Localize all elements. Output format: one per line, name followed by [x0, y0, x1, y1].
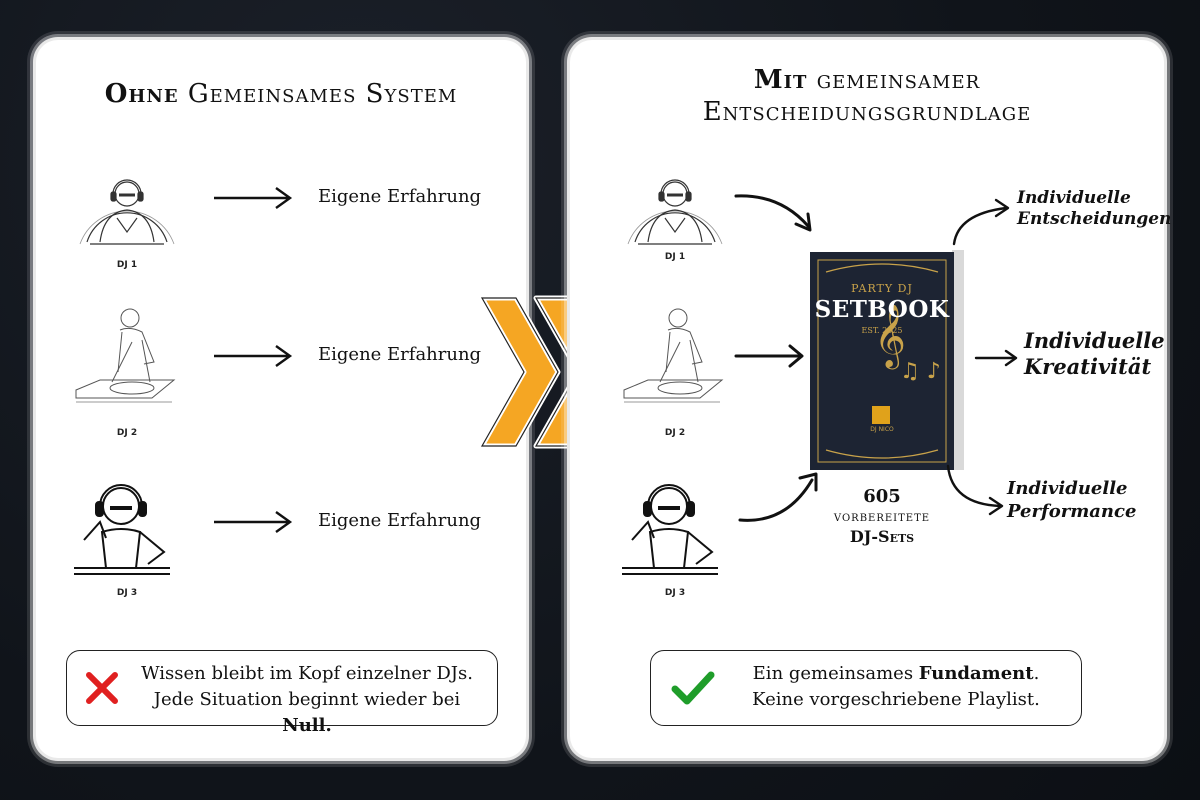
dj2-experience: Eigene Erfahrung [318, 344, 482, 365]
panel-with-system: Mit gemeinsamer Entscheidungsgrundlage D… [570, 40, 1171, 758]
setbook-brand: DJ NICO [870, 426, 894, 433]
setbook-stats: 605 vorbereitete DJ-Sets [802, 486, 962, 546]
dj1-headphones-illustration [79, 179, 175, 245]
dj1-to-book-arrow-icon [734, 194, 812, 232]
right-dj2-turntable-illustration [623, 308, 724, 403]
right-note-box: Ein gemeinsames Fundament. Keine vorgesc… [650, 650, 1082, 726]
right-note-line1-bold: Fundament [918, 663, 1034, 684]
right-dj3-headphones-illustration [622, 484, 718, 575]
setbook-cover: 𝄞 ♫ ♪ PARTY DJ SETBOOK EST. 2025 DJ NICO [806, 246, 966, 474]
dj3-to-book-arrow-icon [738, 472, 818, 522]
outcome-decisions-line2: Entscheidungen [1017, 209, 1172, 230]
dj1-arrow-icon [214, 187, 293, 209]
dj3-headphones-illustration [74, 484, 170, 575]
svg-text:♫ ♪: ♫ ♪ [900, 359, 941, 384]
right-note-text: Ein gemeinsames Fundament. Keine vorgesc… [721, 661, 1071, 713]
left-note-line2-pre: Jede Situation beginnt wieder bei [153, 689, 461, 710]
right-dj2-label: DJ 2 [664, 428, 686, 438]
right-dj3-label: DJ 3 [664, 588, 686, 598]
dj2-to-book-arrow-icon [734, 344, 804, 368]
x-mark-icon [86, 672, 118, 704]
dj2-label: DJ 2 [116, 428, 138, 438]
check-mark-icon [671, 671, 715, 705]
setbook-stats-line2: vorbereitete [833, 509, 931, 525]
dj2-arrow-icon [214, 345, 293, 367]
outcome-creativity-line1: Individuelle [1024, 328, 1165, 353]
right-heading-rest: gemeinsamer [816, 65, 981, 95]
svg-text:𝄞: 𝄞 [874, 304, 906, 370]
book-to-performance-arrow-icon [946, 464, 1004, 516]
panel-without-system: Ohne Gemeinsames System DJ 1 Eigene Erfa… [36, 40, 526, 758]
outcome-performance-line1: Individuelle [1007, 478, 1128, 499]
dj2-turntable-illustration [75, 308, 176, 403]
right-note-line2: Keine vorgeschriebene Playlist. [752, 689, 1040, 710]
setbook-title: SETBOOK [814, 296, 950, 323]
right-heading: Mit gemeinsamer Entscheidungsgrundlage [570, 64, 1164, 128]
dj3-experience: Eigene Erfahrung [318, 510, 482, 531]
left-heading-rest: Gemeinsames System [187, 79, 458, 109]
book-to-creativity-arrow-icon [974, 349, 1018, 367]
outcome-decisions-line1: Individuelle [1017, 188, 1131, 208]
dj1-label: DJ 1 [116, 260, 138, 270]
outcome-creativity-line2: Kreativität [1024, 354, 1152, 380]
setbook-count: 605 [863, 486, 901, 507]
outcome-performance: Individuelle Performance [1007, 478, 1136, 523]
setbook-stats-line3: DJ-Sets [849, 527, 915, 546]
left-note-line2: Jede Situation beginnt wieder bei Null. [127, 687, 487, 739]
left-note-line1: Wissen bleibt im Kopf einzelner DJs. [141, 663, 473, 684]
setbook-est: EST. 2025 [861, 326, 903, 335]
right-heading-line1: Mit gemeinsamer [570, 64, 1164, 96]
book-to-decisions-arrow-icon [952, 198, 1010, 246]
right-dj1-headphones-illustration [627, 179, 723, 245]
right-note-line1-post: . [1033, 663, 1040, 684]
right-note-line1: Ein gemeinsames Fundament. [721, 661, 1071, 687]
outcome-creativity: Individuelle Kreativität [1024, 328, 1165, 381]
left-note-box: Wissen bleibt im Kopf einzelner DJs. Jed… [66, 650, 498, 736]
right-dj1-label: DJ 1 [664, 252, 686, 262]
dj1-experience: Eigene Erfahrung [318, 186, 482, 207]
left-heading-bold: Ohne [104, 79, 179, 109]
setbook-cover-art: 𝄞 ♫ ♪ [810, 250, 964, 470]
dj3-arrow-icon [214, 511, 293, 533]
right-heading-line2: Entscheidungsgrundlage [702, 97, 1032, 127]
right-heading-bold: Mit [753, 65, 808, 95]
right-note-line1-pre: Ein gemeinsames [752, 663, 919, 684]
dj3-label: DJ 3 [116, 588, 138, 598]
outcome-decisions: Individuelle Entscheidungen [1017, 188, 1171, 231]
left-note-text: Wissen bleibt im Kopf einzelner DJs. Jed… [127, 661, 487, 739]
left-note-line2-bold: Null. [282, 715, 332, 736]
left-heading: Ohne Gemeinsames System [36, 78, 526, 110]
outcome-performance-line2: Performance [1007, 500, 1137, 522]
setbook-top-text: PARTY DJ [851, 282, 913, 295]
